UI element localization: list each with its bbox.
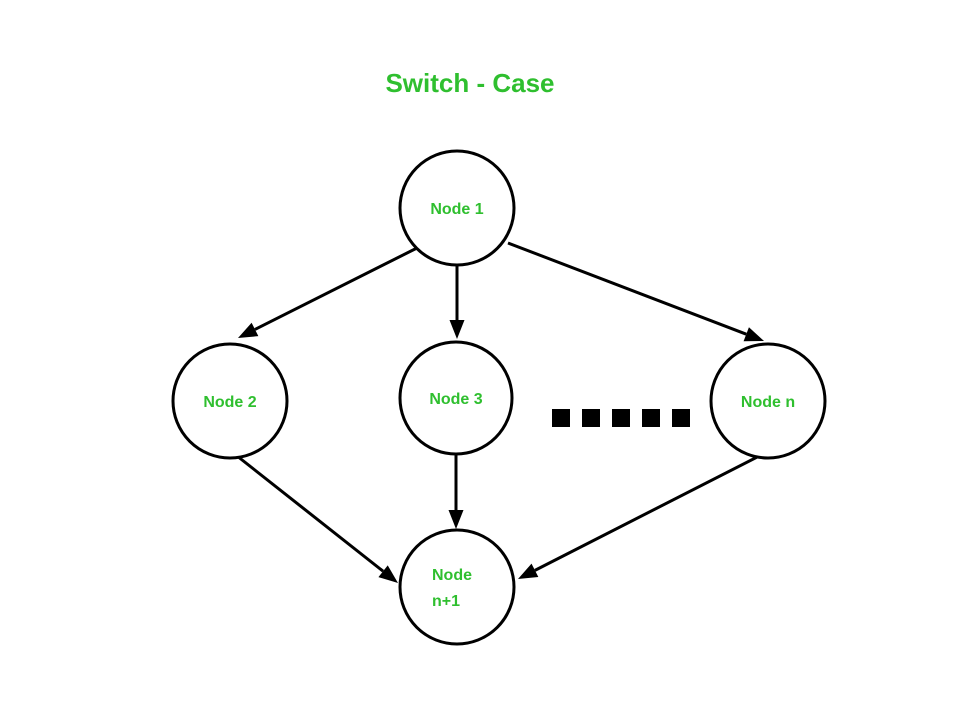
node-node-3[interactable]: Node 3 — [398, 340, 514, 456]
node-label: Node 2 — [203, 394, 256, 411]
node-circle[interactable] — [398, 149, 516, 267]
node-node-1[interactable]: Node 1 — [398, 149, 516, 267]
ellipsis-dot — [672, 409, 690, 427]
node-circle[interactable] — [709, 342, 827, 460]
node-node-n-plus-1[interactable]: Node n+1 — [398, 528, 516, 646]
node-node-2[interactable]: Node 2 — [171, 342, 289, 460]
arrowhead-icon — [378, 565, 398, 583]
arrowhead-icon — [449, 320, 465, 339]
node-circle[interactable] — [398, 340, 514, 456]
edge-line — [534, 450, 768, 572]
node-node-n[interactable]: Node n — [709, 342, 827, 460]
ellipsis-dot — [642, 409, 660, 427]
edge-node-2-to-node-n-plus-1 — [231, 450, 398, 583]
edge-node-1-to-node-3 — [449, 266, 465, 339]
arrowhead-icon — [448, 510, 464, 529]
ellipsis-dot — [612, 409, 630, 427]
edge-node-n-to-node-n-plus-1 — [518, 450, 768, 579]
node-label: n+1 — [432, 593, 460, 610]
node-circle[interactable] — [398, 528, 516, 646]
ellipsis-dot — [552, 409, 570, 427]
node-label: Node — [432, 567, 472, 584]
edges-layer — [231, 241, 768, 583]
edge-line — [231, 450, 385, 573]
arrowhead-icon — [518, 563, 539, 579]
node-circle[interactable] — [171, 342, 289, 460]
ellipsis-layer — [552, 409, 690, 427]
node-label: Node n — [741, 394, 795, 411]
node-label: Node 1 — [430, 201, 483, 218]
edge-node-1-to-node-n — [507, 241, 764, 342]
arrowhead-icon — [238, 322, 259, 338]
nodes-layer: Node 1 Node 2 Node 3 Node n Node n+1 — [171, 149, 827, 646]
edge-line — [507, 241, 747, 336]
edge-node-1-to-node-2 — [238, 246, 418, 338]
ellipsis-dot — [582, 409, 600, 427]
edge-line — [254, 246, 418, 331]
edge-node-3-to-node-n-plus-1 — [448, 454, 464, 529]
node-label: Node 3 — [429, 391, 482, 408]
arrowhead-icon — [743, 327, 764, 342]
page-title: Switch - Case — [385, 68, 554, 98]
